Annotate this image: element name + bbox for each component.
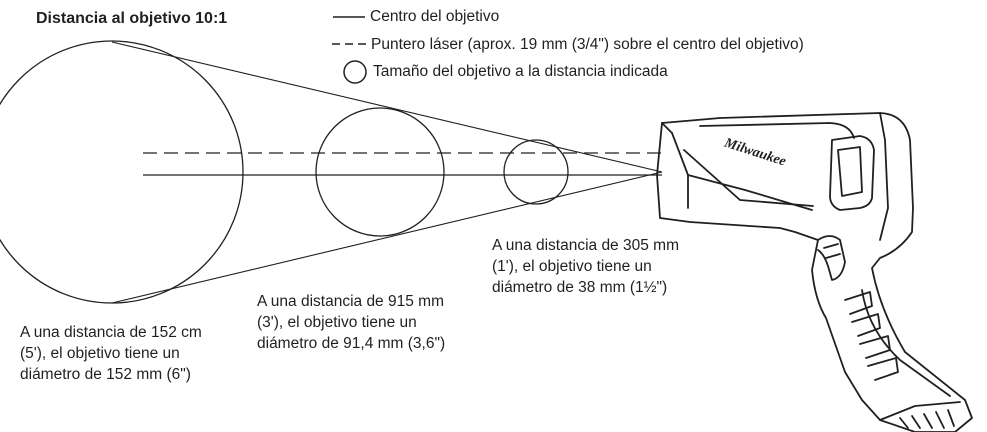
- annotation-line: A una distancia de 915 mm: [257, 293, 444, 310]
- legend-center-line-label: Centro del objetivo: [370, 8, 500, 25]
- circle-outline-icon: [343, 60, 367, 84]
- annotation-line: diámetro de 38 mm (1½"): [492, 279, 668, 296]
- cone-lower-edge: [111, 171, 663, 304]
- target-circle-305mm: [503, 139, 569, 205]
- target-circle-152cm: [0, 40, 244, 304]
- annotation-line: (5'), el objetivo tiene un: [20, 345, 180, 362]
- annotation-line: A una distancia de 305 mm: [492, 237, 679, 254]
- target-circle-915mm: [315, 107, 445, 237]
- annotation-line: (1'), el objetivo tiene un: [492, 258, 652, 275]
- diagram-title: Distancia al objetivo 10:1: [36, 10, 228, 27]
- thermometer-gun-illustration: [656, 112, 973, 432]
- cone-upper-edge: [111, 41, 663, 173]
- annotation-line: (3'), el objetivo tiene un: [257, 314, 417, 331]
- brand-logo: Milwaukee: [721, 135, 787, 169]
- annotation-line: diámetro de 152 mm (6"): [20, 366, 191, 383]
- legend-target-size-label: Tamaño del objetivo a la distancia indic…: [373, 63, 668, 80]
- legend-laser-pointer-label: Puntero láser (aprox. 19 mm (3/4") sobre…: [371, 36, 804, 53]
- annotation-line: A una distancia de 152 cm: [20, 324, 202, 341]
- annotation-line: diámetro de 91,4 mm (3,6"): [257, 335, 446, 352]
